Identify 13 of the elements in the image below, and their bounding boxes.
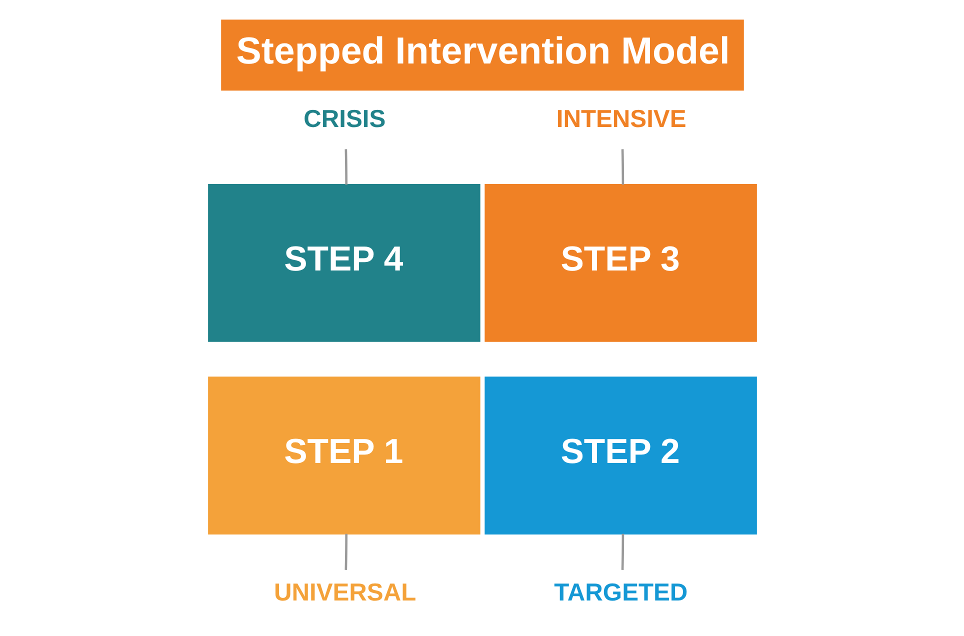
node-box: STEP 2 xyxy=(484,376,756,534)
connector xyxy=(620,534,624,570)
node-box: STEP 4 xyxy=(208,184,480,342)
connector xyxy=(344,534,348,570)
node-box: STEP 1 xyxy=(208,376,480,534)
node-text: UNIVERSAL xyxy=(273,580,416,607)
connector xyxy=(620,149,624,185)
node-text: CRISIS xyxy=(303,106,386,133)
node-text: INTENSIVE xyxy=(556,106,686,133)
node-box: STEP 3 xyxy=(484,184,756,342)
node-text: TARGETED xyxy=(554,580,688,607)
diagram-title: Stepped Intervention Model xyxy=(236,30,730,72)
connector xyxy=(344,149,348,185)
